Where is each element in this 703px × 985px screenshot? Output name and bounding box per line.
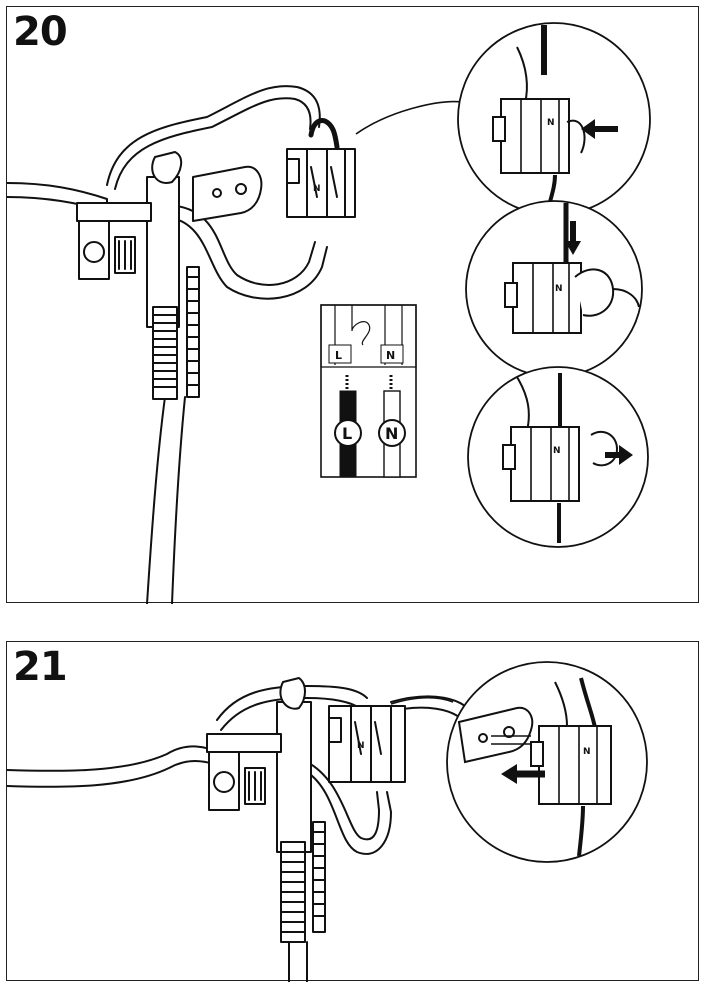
- neutral-wire: [216, 685, 368, 721]
- strain-relief: [152, 306, 178, 400]
- connector-marking: N: [313, 184, 321, 194]
- hook-bracket: [146, 176, 180, 328]
- phase-guide: L N L N: [320, 304, 417, 478]
- lamp-cord: [146, 396, 166, 604]
- step-21-illustration: N N: [7, 661, 648, 982]
- lamp-cord: [287, 941, 308, 982]
- zoom-detail-insert: N: [465, 200, 643, 378]
- svg-text:N: N: [583, 747, 591, 757]
- step-21-panel: 21: [6, 641, 699, 982]
- mains-cable: [7, 745, 222, 788]
- live-cable: [166, 216, 328, 300]
- svg-text:N: N: [547, 118, 555, 128]
- step-20-panel: 20: [6, 6, 699, 604]
- zoom-detail-slide: N: [446, 661, 648, 863]
- svg-text:N: N: [555, 284, 563, 294]
- label-l-circle: L: [342, 424, 352, 443]
- label-l-small: L: [335, 349, 342, 362]
- svg-text:N: N: [553, 446, 561, 456]
- live-cable: [306, 771, 392, 855]
- step-number: 20: [13, 9, 68, 55]
- neutral-wire: [106, 85, 321, 186]
- step-20-illustration: N L N L N N: [7, 22, 651, 604]
- label-n-circle: N: [385, 424, 398, 443]
- zoom-detail-press: N: [457, 22, 651, 216]
- terminal-block: [328, 705, 406, 783]
- step-number: 21: [13, 644, 68, 690]
- terminal-block: [286, 148, 356, 218]
- mounting-plate: [192, 165, 263, 222]
- connector-marking: N: [357, 741, 365, 751]
- hook-bracket: [276, 701, 312, 853]
- zoom-detail-release: N: [467, 366, 649, 548]
- label-n-small: N: [386, 349, 395, 362]
